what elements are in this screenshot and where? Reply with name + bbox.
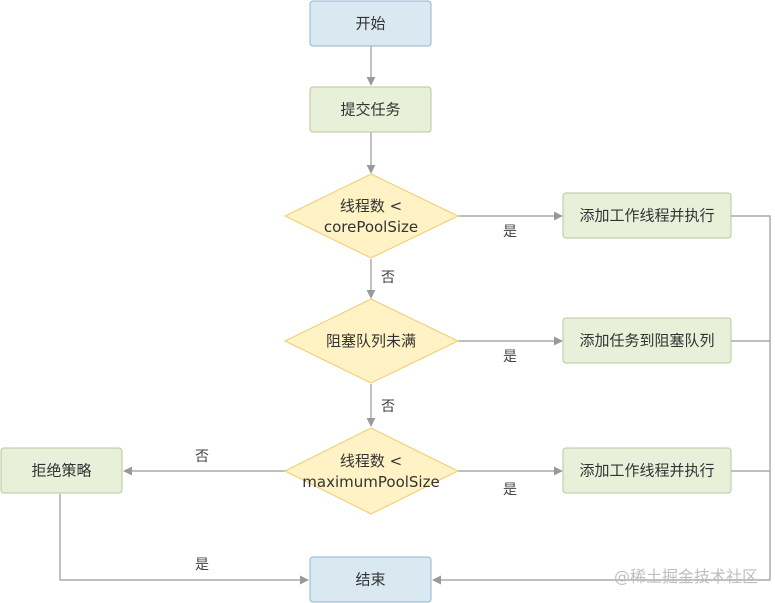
edges <box>59 46 771 585</box>
end-box <box>309 556 432 603</box>
edge-reject-to-end <box>59 494 309 585</box>
node-decision-max: 线程数 < maximumPoolSize <box>283 427 460 515</box>
edge-label-core-yes: 是 <box>503 224 517 240</box>
end-label: 结束 <box>355 571 385 589</box>
edge-label-max-no: 否 <box>195 449 209 465</box>
node-submit-task: 提交任务 <box>309 86 432 133</box>
add-worker-1-box <box>562 192 732 239</box>
reject-box <box>0 447 123 494</box>
reject-label: 拒绝策略 <box>31 462 91 480</box>
add-to-queue-box <box>562 317 732 364</box>
watermark: @稀土掘金技术社区 <box>614 567 758 586</box>
node-add-to-queue: 添加任务到阻塞队列 <box>562 317 732 364</box>
start-label: 开始 <box>355 15 385 33</box>
decision-max-line2: maximumPoolSize <box>302 473 439 491</box>
decision-max-line1: 线程数 < <box>340 452 402 470</box>
decision-queue-label: 阻塞队列未满 <box>326 332 416 350</box>
decision-core-shape <box>283 173 460 259</box>
node-decision-queue: 阻塞队列未满 <box>283 298 460 384</box>
decision-max-shape <box>283 427 460 515</box>
edge-label-reject-yes: 是 <box>195 557 209 573</box>
add-to-queue-label: 添加任务到阻塞队列 <box>579 332 714 350</box>
node-add-worker-2: 添加工作线程并执行 <box>562 447 732 494</box>
decision-core-line1: 线程数 < <box>340 197 402 215</box>
node-end: 结束 <box>309 556 432 603</box>
decision-queue-shape <box>283 298 460 384</box>
start-box <box>309 0 432 47</box>
submit-box <box>309 86 432 133</box>
edge-label-core-no: 否 <box>381 270 395 286</box>
submit-label: 提交任务 <box>340 101 400 119</box>
node-add-worker-1: 添加工作线程并执行 <box>562 192 732 239</box>
edge-right-merge-to-end <box>432 215 771 585</box>
node-decision-core: 线程数 < corePoolSize <box>283 173 460 259</box>
edge-label-queue-no: 否 <box>381 399 395 415</box>
add-worker-2-box <box>562 447 732 494</box>
add-worker-2-label: 添加工作线程并执行 <box>579 462 714 480</box>
edge-label-max-yes: 是 <box>503 482 517 498</box>
edge-label-queue-yes: 是 <box>503 349 517 365</box>
node-start: 开始 <box>309 0 432 47</box>
node-reject: 拒绝策略 <box>0 447 123 494</box>
edge-labels: 是 否 是 否 是 否 是 <box>195 224 517 573</box>
decision-core-line2: corePoolSize <box>324 218 418 236</box>
add-worker-1-label: 添加工作线程并执行 <box>579 207 714 225</box>
